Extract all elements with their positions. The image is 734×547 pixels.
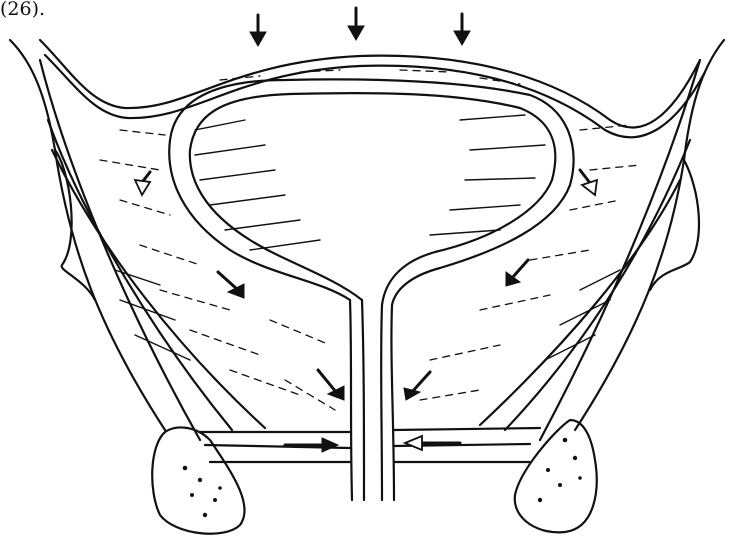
arrow-urethra-right [404,372,430,400]
left-bone [152,427,244,533]
peritoneal-membrane [40,40,705,137]
tissue-texture [100,70,640,410]
arrow-left-lower [218,272,244,298]
floor-arrows [285,436,460,452]
arrow-floor-left [405,436,460,450]
right-pelvic-wall [480,40,724,440]
bladder [169,79,573,305]
arrow-down-left [250,15,266,46]
right-bone [515,420,597,532]
diagonal-force-arrows [135,170,597,400]
left-pelvic-wall [10,40,265,440]
arrow-right-lower [506,260,528,286]
arrow-urethra-left [318,370,344,400]
arrow-floor-right [285,438,338,452]
arrow-right-upper [580,170,597,195]
pelvic-floor [200,428,540,462]
urethra [350,300,394,500]
arrow-down-right [454,14,470,45]
arrow-down-center [348,8,364,40]
arrow-left-upper [135,172,150,195]
top-pressure-arrows [250,8,470,46]
